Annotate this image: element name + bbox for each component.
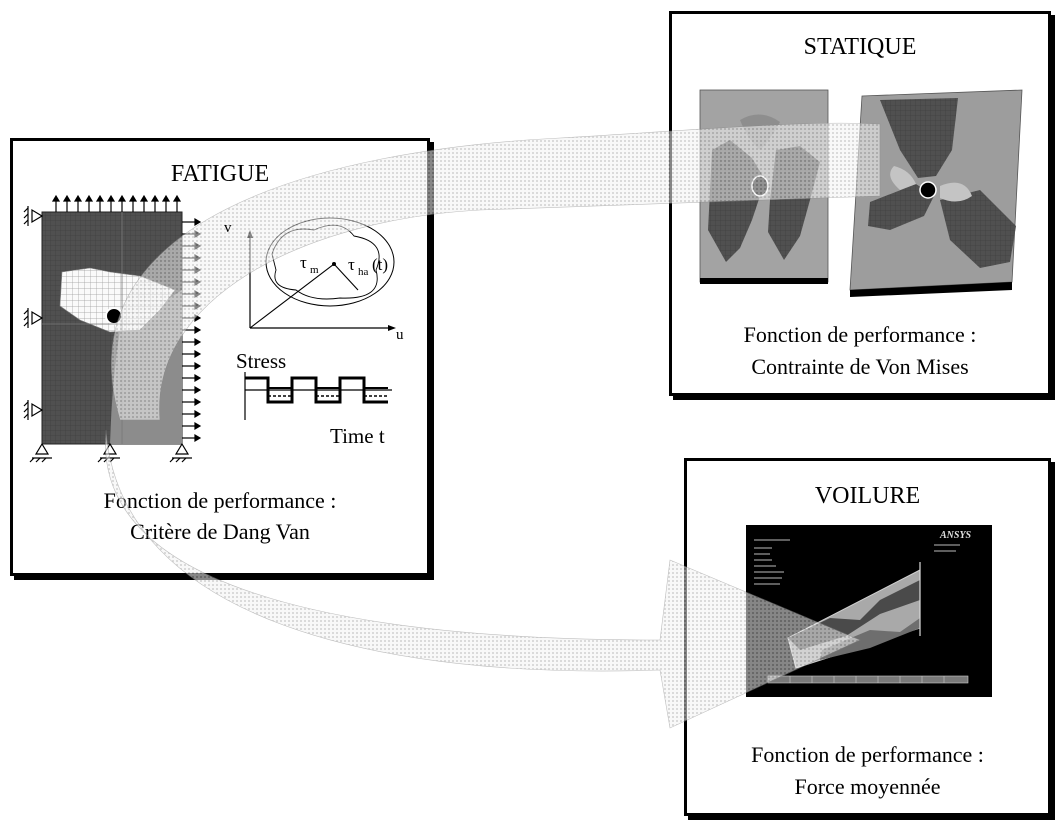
voilure-perf-criterion: Force moyennée	[794, 774, 941, 799]
stress-signal	[245, 376, 388, 404]
tau-m-vector	[249, 263, 335, 329]
arrow-to-voilure	[105, 429, 861, 729]
svg-text:τ: τ	[348, 255, 355, 274]
svg-text:(t): (t)	[372, 255, 388, 274]
stress-axis-label: Stress	[236, 349, 286, 373]
fatigue-perf-criterion: Critère de Dang Van	[130, 519, 310, 544]
voilure-title: VOILURE	[814, 483, 921, 509]
axis-v-label: v	[224, 220, 232, 236]
link-arrows	[105, 122, 881, 729]
statique-fe-image-2	[849, 89, 1023, 297]
svg-text:τ: τ	[300, 253, 307, 272]
ansys-logo: ANSYS	[939, 530, 972, 541]
voilure-perf-label: Fonction de performance :	[751, 742, 984, 767]
fatigue-title: FATIGUE	[170, 161, 270, 187]
fatigue-supports-bottom	[29, 442, 192, 463]
statique-perf-criterion: Contrainte de Von Mises	[751, 354, 969, 379]
tau-ha-label: τ ha (t)	[348, 255, 388, 278]
axis-u-label: u	[396, 327, 404, 343]
svg-text:m: m	[310, 264, 319, 276]
stress-time-plot	[244, 372, 392, 420]
arrow-to-statique	[111, 122, 881, 421]
fatigue-supports-left	[23, 206, 44, 420]
fatigue-perf-label: Fonction de performance :	[103, 488, 337, 513]
time-axis-label: Time t	[330, 424, 385, 448]
tau-m-label: τ m	[300, 253, 319, 276]
svg-text:ha: ha	[358, 266, 369, 278]
fatigue-load-arrows-top	[51, 194, 182, 212]
statique-title: STATIQUE	[803, 34, 917, 60]
statique-perf-label: Fonction de performance :	[743, 322, 977, 347]
tau-ha-vector	[333, 263, 359, 291]
